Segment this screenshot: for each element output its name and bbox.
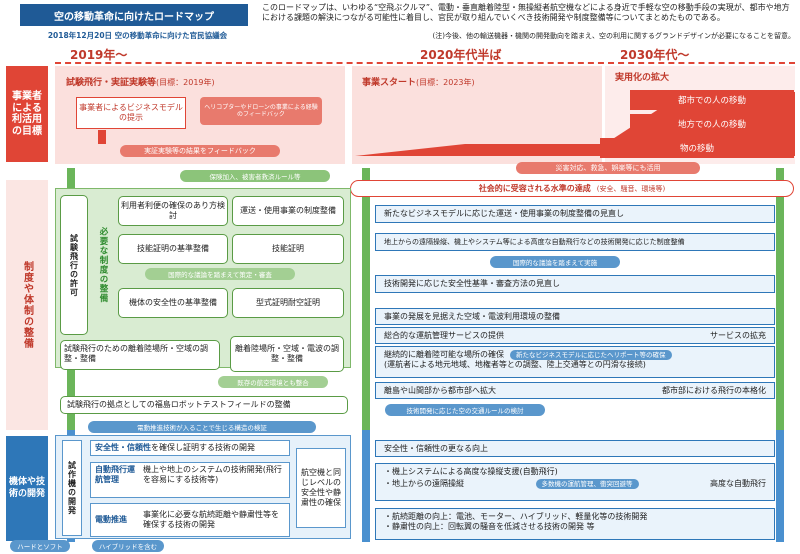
sys-r7: 離島や山間部から都市部へ拡大 都市部における飛行の本格化 [375,382,775,399]
stair-rural: 地方での人の移動 [630,114,794,134]
phase2-label: 事業スタート [362,78,417,88]
section-system: 制度や体制の整備 [21,261,33,349]
feedback-heli-drone: ヘリコプターやドローンの事業による経験のフィードバック [200,97,322,125]
timeline-bar-green-3 [776,168,784,430]
stair-urban: 都市での人の移動 [630,90,794,110]
sys-r7-text: 離島や山間部から都市部へ拡大 [384,386,496,395]
fukushima-box: 試験飛行の拠点としての福島ロボットテストフィールドの整備 [60,396,348,414]
needed-system-label: 必要な制度の整備 [92,195,114,335]
insurance-pill: 保険加入、被害者救済ルール等 [180,170,330,182]
tech-r2: ・機上システムによる高度な操縦支援(自動飛行) [384,467,558,476]
feedback-arrow [98,130,106,144]
tech-r4-box: ・航続距離の向上：電池、モーター、ハイブリッド、軽量化等の技術開発・静粛性の向上… [375,508,775,540]
era-divider [55,62,795,64]
sys-r5b-text: サービスの拡充 [710,331,766,340]
test-site-box: 試験飛行のための離着陸場所・空域の調整・整備 [60,340,220,370]
intl-pill-1: 国際的な議論を踏まえて策定・審査 [145,268,295,280]
sys-r4: 事業の発展を見据えた空域・電波利用環境の整備 [375,308,775,325]
structure-link-pill: 電動推進技術が入ることで生じる構造の検証 [88,421,316,433]
prototype-box: 試作機の開発 [62,440,82,536]
section-tech: 機体や技術の開発 [6,436,48,541]
phase1-label: 試験飛行・実証実験等 [66,78,157,88]
transport-system-box: 運送・使用事業の制度整備 [232,196,344,226]
same-level-box: 航空機と同じレベルの安全性や静粛性の確保 [296,448,346,528]
social-note: (安全、騒音、環境等) [596,184,666,193]
tech-r5: ・静粛性の向上：回転翼の騒音を低減させる技術の開発 等 [384,522,595,531]
safety-box: 安全性・信頼性を確保し証明する技術の開発 [90,440,290,456]
feedback-results: 実証実験等の結果をフィードバック [120,145,280,157]
sys-r6-text: 継続的に離着陸可能な場所の確保 [384,350,504,359]
tech-r1: 安全性・信頼性の更なる向上 [375,440,775,457]
hw-sw-pill: ハードとソフト [10,540,70,552]
era-2020s: 2020年代半ば [420,48,502,62]
tech-r3-pill: 多数機の運航管理、衝突回避等 [535,479,639,490]
timeline-bar-green-2 [362,168,370,430]
elec-box: 電動推進 事業化に必要な航続距離や静粛性等を確保する技術の開発 [90,503,290,537]
sys-r1: 新たなビジネスモデルに応じた運送・使用事業の制度整備の見直し [375,205,775,223]
hybrid-pill: ハイブリッドを含む [92,540,164,552]
phase1-goal: (目標：2019年) [156,78,215,87]
elec-text: 事業化に必要な航続距離や静粛性等を確保する技術の開発 [143,510,279,529]
site-airspace-box: 離着陸場所・空域・電波の調整・整備 [230,336,344,372]
note-text: (注)今後、他の輸送機器・機関の開発動向を踏まえ、空の利用に関するグランドデザイ… [432,32,795,40]
user-convenience-box: 利用者利便の確保のあり方検討 [118,196,228,226]
auto-text: 機上や地上のシステムの技術開発(飛行を容易にする技術等) [143,465,282,484]
disaster-pill: 災害対応、救急、娯楽等にも活用 [516,162,700,174]
timeline-bar-blue-2 [362,430,370,542]
social-text: 社会的に受容される水準の達成 [478,184,591,193]
tech-r3: ・地上からの遠隔操縦 [384,479,464,488]
sys-r5: 総合的な運航管理サービスの提供 サービスの拡充 [375,327,775,344]
safety-heading: 安全性・信頼性 [95,443,151,452]
traffic-rule-pill: 技術開発に応じた空の交通ルールの検討 [385,404,545,416]
tech-r4: ・航続距離の向上：電池、モーター、ハイブリッド、軽量化等の技術開発 [384,512,648,521]
section-system-bg: 制度や体制の整備 [6,180,48,430]
section-business: 事業者による利活用の目標 [6,66,48,162]
phase2-heading: 事業スタート(目標：2023年) [362,70,475,89]
auto-heading: 自動飛行運航管理 [95,465,135,484]
existing-env-pill: 既存の航空環境とも整合 [218,376,328,388]
sys-r6: 継続的に離着陸可能な場所の確保新たなビジネスモデルに応じたヘリポート等の確保(運… [375,346,775,378]
intro-text: このロードマップは、いわゆる“空飛ぶクルマ”、電動・垂直離着陸型・無操縦者航空機… [262,3,790,23]
era-2030s: 2030年代～ [620,48,690,62]
intl-pill-2: 国際的な議論を踏まえて実施 [490,256,620,268]
business-model-box: 事業者によるビジネスモデルの提示 [76,97,186,129]
test-permit-box: 試験飛行の許可 [60,195,88,335]
sys-r6-pill: 新たなビジネスモデルに応じたヘリポート等の確保 [510,350,672,360]
phase3-label: 実用化の拡大 [615,73,670,83]
elec-heading: 電動推進 [95,515,127,524]
tech-r2-box: ・機上システムによる高度な操縦支援(自動飛行) ・地上からの遠隔操縦 多数機の運航管… [375,463,775,501]
tech-r3b: 高度な自動飛行 [710,479,766,488]
type-cert-box: 型式証明耐空証明 [232,288,344,318]
test-permit-label: 試験飛行の許可 [69,233,79,297]
airframe-std-box: 機体の安全性の基準整備 [118,288,228,318]
page-title: 空の移動革命に向けたロードマップ [20,4,248,26]
era-2019: 2019年～ [70,48,128,62]
stair-goods: 物の移動 [600,138,794,158]
phase2-goal: (目標：2023年) [416,78,475,87]
phase1-heading: 試験飛行・実証実験等(目標：2019年) [66,70,215,89]
sys-r5-text: 総合的な運航管理サービスの提供 [384,331,504,340]
skill-cert-box: 技能証明 [232,234,344,264]
page-subtitle: 2018年12月20日 空の移動革命に向けた官民協議会 [47,31,228,40]
skill-standard-box: 技能証明の基準整備 [118,234,228,264]
timeline-bar-blue-3 [776,430,784,542]
sys-r7b-text: 都市部における飛行の本格化 [662,386,766,395]
sys-r6-sub: (運航者による地元地域、地権者等との調整、陸上交通等との円滑な接続) [384,360,646,369]
sys-r3: 技術開発に応じた安全性基準・審査方法の見直し [375,275,775,293]
auto-box: 自動飛行運航管理機上や地上のシステムの技術開発(飛行を容易にする技術等) [90,462,290,498]
social-acceptance: 社会的に受容される水準の達成 (安全、騒音、環境等) [350,180,794,197]
prototype-label: 試作機の開発 [67,461,77,515]
safety-text: を確保し証明する技術の開発 [151,443,255,452]
needed-system-text: 必要な制度の整備 [98,227,108,303]
sys-r2: 地上からの遠隔操縦、機上やシステム等による高度な自動飛行などの技術開発に応じた制… [375,233,775,251]
